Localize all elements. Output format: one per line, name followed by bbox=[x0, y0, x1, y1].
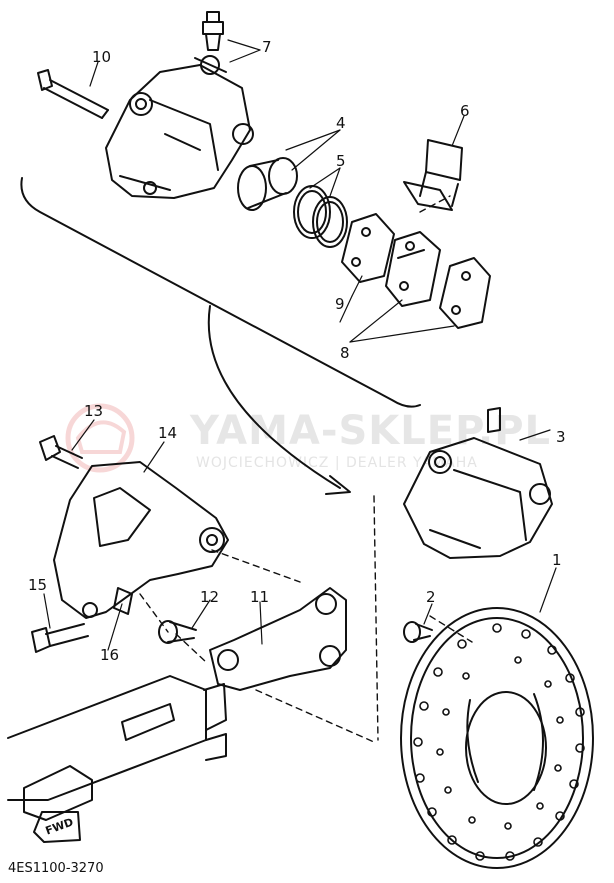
caliper-bracket-part bbox=[53, 461, 229, 619]
callout-14: 14 bbox=[158, 424, 178, 442]
assembly-arrow bbox=[207, 305, 341, 489]
callout-16: 16 bbox=[100, 646, 120, 664]
callout-10: 10 bbox=[92, 48, 112, 66]
alignment-lines bbox=[139, 195, 473, 743]
watermark-helmet-icon bbox=[65, 403, 135, 473]
callout-13: 13 bbox=[84, 402, 104, 420]
disc-holes bbox=[413, 623, 585, 861]
callout-12: 12 bbox=[200, 588, 220, 606]
torque-arm-part bbox=[209, 587, 347, 691]
assembly-arrow-head bbox=[325, 475, 351, 495]
leader-lines bbox=[43, 39, 557, 651]
callout-3: 3 bbox=[556, 428, 566, 446]
brake-pad-right-part bbox=[439, 257, 491, 329]
diagram-code: 4ES1100-3270 bbox=[8, 861, 104, 876]
callout-4: 4 bbox=[336, 114, 346, 132]
bolt-13-part bbox=[39, 435, 83, 469]
clip-16-part bbox=[113, 587, 133, 615]
bolt-15-part bbox=[31, 623, 89, 653]
callout-2: 2 bbox=[426, 588, 436, 606]
caliper-body-upper-part bbox=[105, 64, 254, 199]
callout-11: 11 bbox=[250, 588, 270, 606]
swingarm-part bbox=[7, 675, 227, 821]
callout-9: 9 bbox=[335, 295, 345, 313]
callout-1: 1 bbox=[552, 551, 562, 569]
callout-7: 7 bbox=[262, 38, 272, 56]
group-bracket-line bbox=[20, 177, 421, 408]
watermark-dealer: WOJCIECHOWICZ | DEALER YAMAHA bbox=[196, 455, 478, 471]
piston-seal-part bbox=[293, 185, 348, 248]
callout-6: 6 bbox=[460, 102, 470, 120]
brake-pad-center-part bbox=[385, 231, 441, 307]
bolt-12-part bbox=[158, 620, 197, 644]
caliper-assembly-part bbox=[403, 407, 553, 559]
callout-8: 8 bbox=[340, 344, 350, 362]
bolt-2-part bbox=[403, 621, 433, 643]
brake-disc-part bbox=[400, 607, 594, 869]
fwd-arrow-icon bbox=[33, 811, 81, 843]
bolt-part bbox=[37, 69, 109, 119]
piston-part bbox=[237, 157, 298, 211]
callout-5: 5 bbox=[336, 152, 346, 170]
pad-spring-part bbox=[403, 139, 463, 211]
callout-15: 15 bbox=[28, 576, 48, 594]
brake-pad-left-part bbox=[341, 213, 395, 283]
